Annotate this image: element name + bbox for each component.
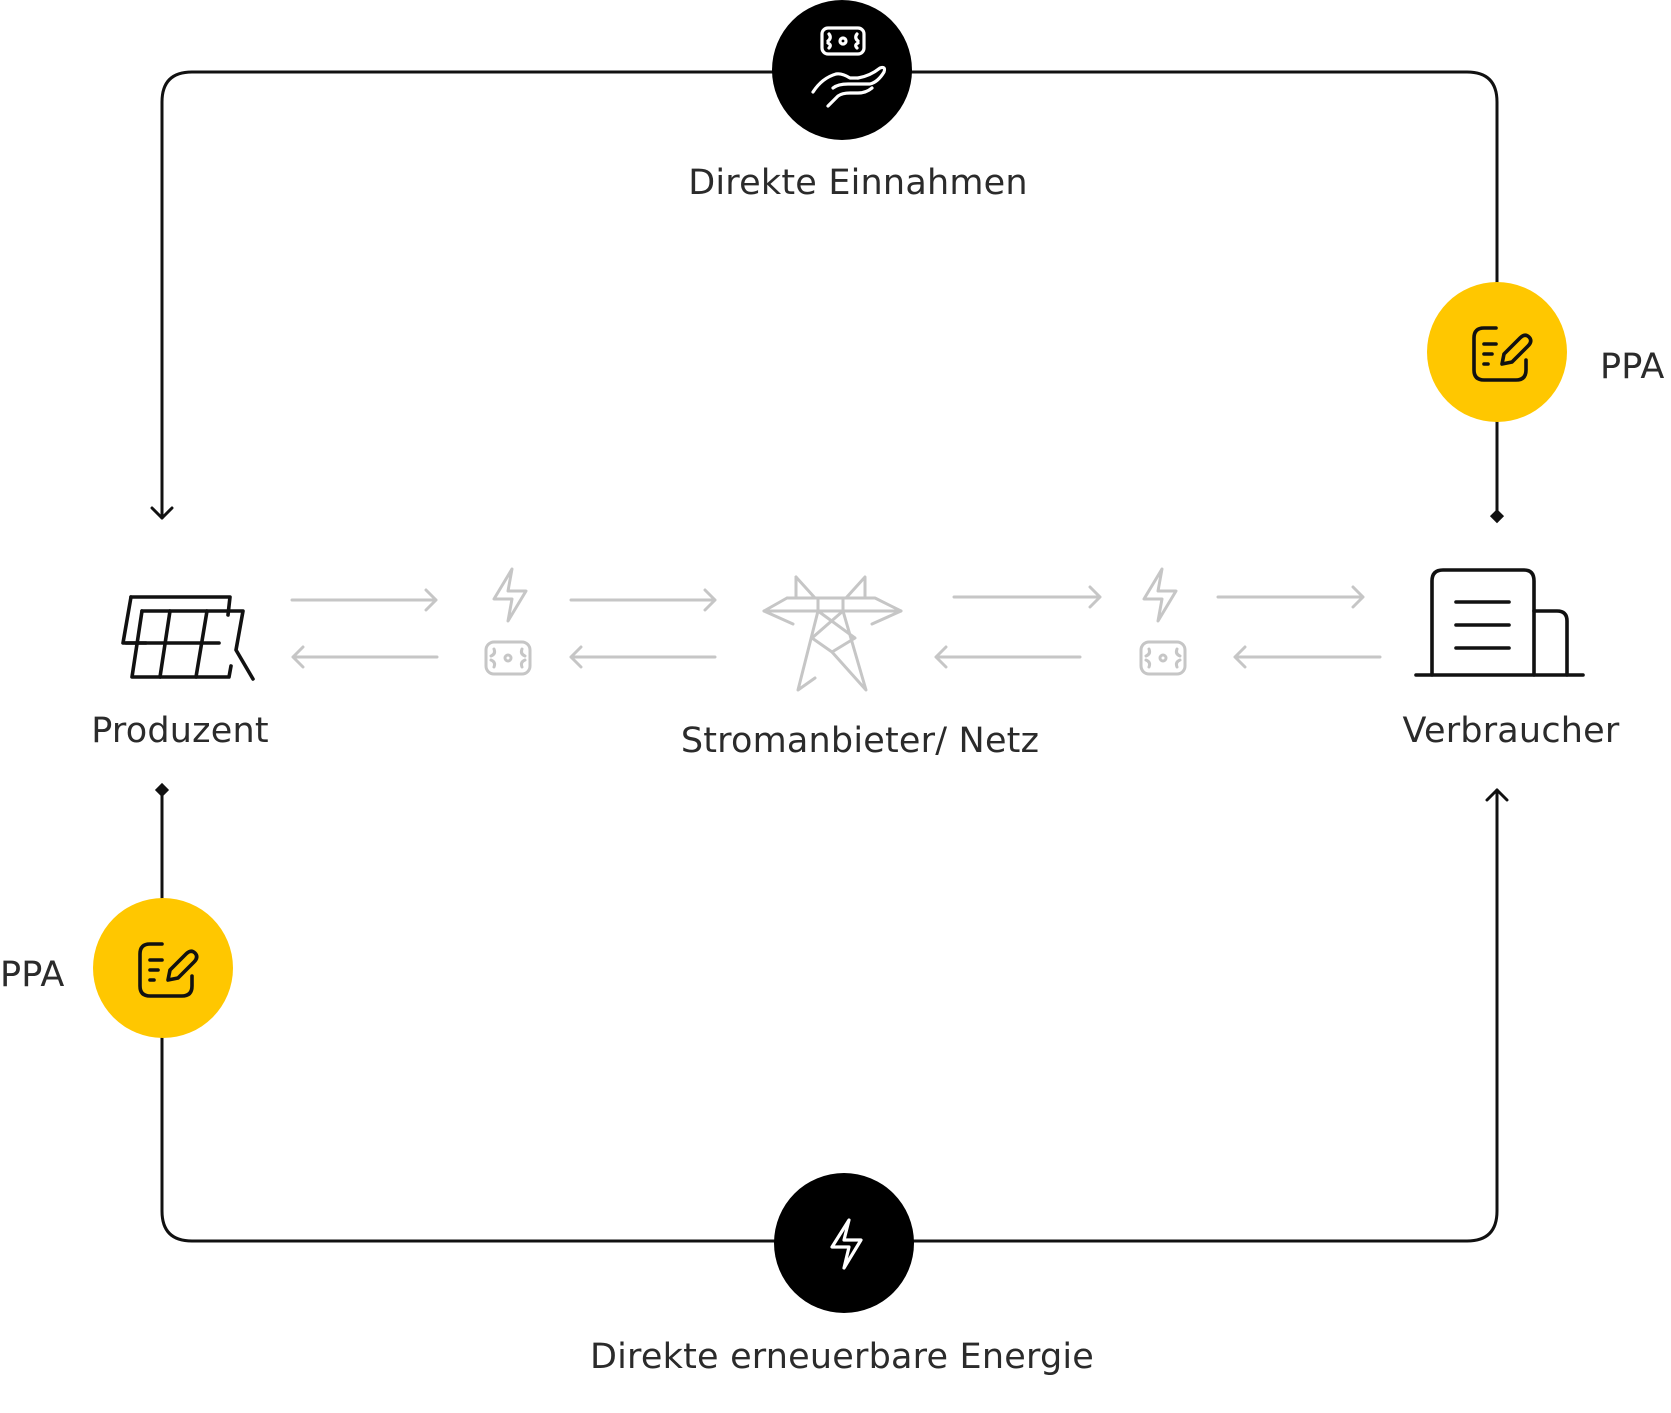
arrow-down-icon: [150, 506, 174, 520]
ppa-label-left: PPA: [0, 955, 65, 995]
arrow-left-icon: [1233, 645, 1382, 669]
consumer-label: Verbraucher: [1402, 711, 1620, 751]
top-flow-label: Direkte Einnahmen: [688, 163, 1028, 203]
power-pylon-icon: [762, 575, 903, 692]
arrow-right-icon: [1216, 585, 1365, 609]
producer-label: Produzent: [91, 711, 269, 751]
arrow-left-icon: [291, 645, 439, 669]
arrow-right-icon: [290, 588, 438, 612]
arrow-left-icon: [569, 645, 717, 669]
ppa-badge-right: [1427, 282, 1567, 422]
bottom-flow-label: Direkte erneuerbare Energie: [589, 1337, 1095, 1377]
lightning-icon: [830, 1218, 863, 1270]
diamond-marker: [154, 782, 170, 798]
money-icon: [484, 640, 532, 676]
building-icon: [1414, 568, 1585, 677]
grid-label: Stromanbieter/ Netz: [680, 721, 1040, 761]
direct-energy-badge: [774, 1173, 914, 1313]
ppa-label-right: PPA: [1600, 347, 1665, 387]
money-icon: [1139, 640, 1187, 676]
ppa-badge-left: [93, 898, 233, 1038]
arrow-up-icon: [1485, 788, 1509, 802]
diamond-marker: [1489, 509, 1505, 524]
arrow-right-icon: [952, 585, 1102, 609]
bottom-flow-line: [160, 788, 1499, 1243]
arrow-left-icon: [934, 645, 1082, 669]
arrow-right-icon: [569, 588, 717, 612]
lightning-icon: [1142, 567, 1178, 623]
money-hand-icon: [811, 26, 887, 108]
direct-revenue-badge: [772, 0, 912, 140]
indirect-flow-left: [290, 588, 717, 669]
top-flow-line: [160, 70, 1499, 520]
solar-panel-icon: [121, 595, 255, 681]
lightning-icon: [492, 567, 528, 623]
indirect-flow-right: [934, 585, 1382, 669]
